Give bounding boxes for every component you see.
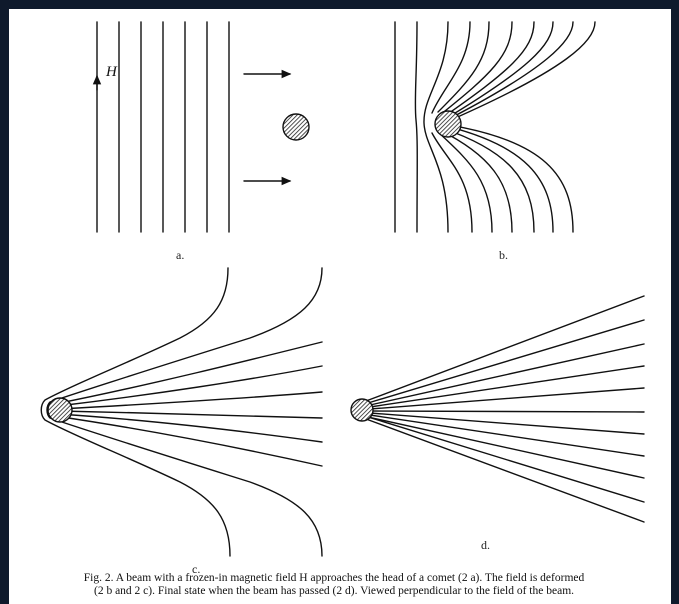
panel-label-d: d. xyxy=(481,538,490,553)
field-line xyxy=(58,414,322,442)
figure-caption: Fig. 2. A beam with a frozen-in magnetic… xyxy=(14,572,654,598)
field-line xyxy=(370,366,644,407)
panel-label-b: b. xyxy=(499,248,508,263)
panel-c xyxy=(41,268,322,556)
field-line xyxy=(368,417,644,478)
field-label-H: H xyxy=(106,64,117,81)
panel-label-a: a. xyxy=(176,248,184,263)
caption-line-2: (2 b and 2 c). Final state when the beam… xyxy=(14,585,654,598)
field-line xyxy=(55,416,322,466)
field-line xyxy=(370,388,644,409)
field-line xyxy=(370,411,644,412)
comet-head xyxy=(283,114,309,140)
field-line xyxy=(444,22,595,123)
comet-head xyxy=(48,398,72,422)
panel-a xyxy=(97,22,309,232)
caption-line-1: Fig. 2. A beam with a frozen-in magnetic… xyxy=(14,572,654,585)
field-line xyxy=(415,22,417,232)
field-line xyxy=(370,344,644,405)
panel-b xyxy=(395,22,595,232)
comet-head xyxy=(351,399,373,421)
panel-d xyxy=(351,296,644,522)
comet-head xyxy=(435,111,461,137)
